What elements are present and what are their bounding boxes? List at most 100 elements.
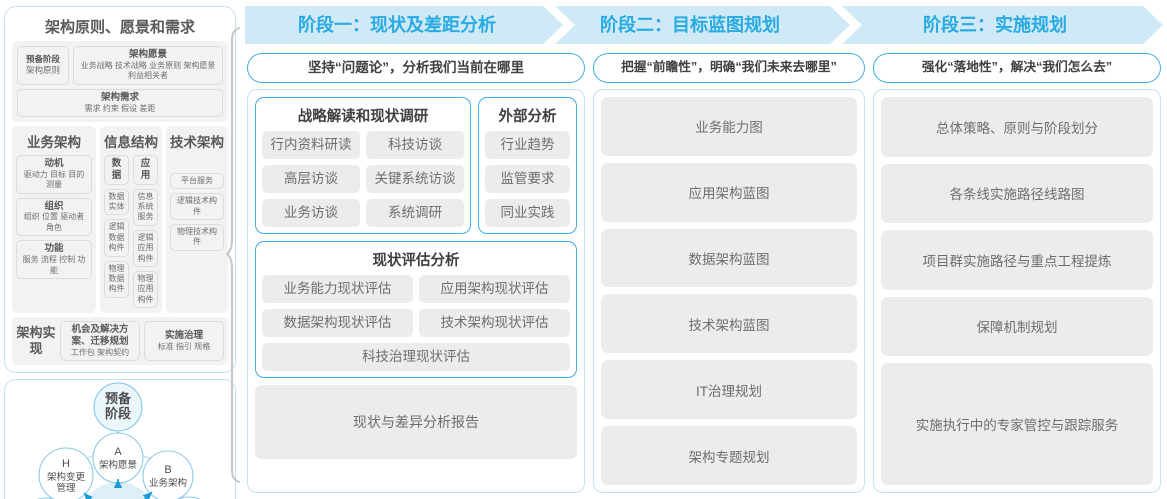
information-structure-column: 信息结构 数据 数据实体 逻辑数据构件 物理数据构件 应用 信息系统服务 逻辑应…	[100, 125, 162, 314]
strategy-research-title: 战略解读和现状调研	[297, 109, 429, 125]
phase-3-banner-text: 阶段三：实施规划	[923, 14, 1067, 35]
technology-architecture-column: 技术架构 平台服务 逻辑技术构件 物理技术构件	[166, 125, 228, 314]
implementation-governance-cell: 实施治理 标准 指引 规格	[144, 321, 224, 362]
node-B	[142, 450, 194, 499]
svg-text:A: A	[114, 446, 122, 458]
info-system-service-cell: 信息系统服务	[133, 188, 158, 226]
business-arch-card: 功能 服务 流程 控制 功能	[16, 240, 92, 279]
node-prep-line1: 预备	[105, 391, 132, 406]
adm-cycle-panel: 预备 阶段 需求 管理 A 架构愿景 B 业务架构 C	[4, 379, 236, 499]
chip-item[interactable]: 业务访谈	[262, 199, 360, 227]
chip-item[interactable]: 数据架构现状评估	[262, 309, 413, 337]
blueprint-item[interactable]: 业务能力图	[601, 97, 857, 156]
organization-title: 组织	[44, 200, 64, 212]
vision-row: 预备阶段 架构原则 架构愿景 业务战略 技术战略 业务原则 架构愿景 利益相关者	[17, 46, 223, 85]
arch-req-title: 架构需求	[100, 91, 139, 103]
function-title: 功能	[44, 243, 64, 255]
data-entity-cell: 数据实体	[104, 188, 129, 216]
arch-vision-title: 架构愿景	[128, 49, 167, 60]
info-structure-subcolumns: 数据 数据实体 逻辑数据构件 物理数据构件 应用 信息系统服务 逻辑应用构件 物…	[104, 154, 158, 309]
left-column: 架构原则、愿景和需求 预备阶段 架构原则 架构愿景 业务战略 技术战略 业务原则…	[4, 6, 236, 499]
external-analysis-card: 外部分析 行业趋势 监管要求 同业实践	[478, 97, 577, 234]
chip-item[interactable]: 高层访谈	[262, 165, 360, 193]
arch-req-items: 需求 约束 假设 差距	[84, 103, 156, 113]
tech-arch-cards: 平台服务 逻辑技术构件 物理技术构件	[170, 155, 224, 251]
chevron-3-icon	[1143, 6, 1163, 44]
physical-tech-cell: 物理技术构件	[170, 224, 224, 251]
prep-stage-cell: 预备阶段 架构原则	[17, 46, 69, 85]
svg-text:B: B	[164, 464, 171, 476]
app-subcolumn-head: 应用	[133, 154, 158, 185]
prep-stage-items: 架构原则	[25, 65, 60, 76]
phase-3-subtitle: 强化“落地性”，解决“我们怎么去”	[873, 53, 1161, 83]
physical-app-cell: 物理应用构件	[133, 271, 158, 309]
business-arch-head: 业务架构	[27, 134, 81, 150]
chip-item[interactable]: 应用架构现状评估	[419, 275, 570, 303]
blueprint-item[interactable]: 应用架构蓝图	[601, 162, 857, 222]
implementation-item[interactable]: 各条线实施路径线路图	[881, 163, 1153, 223]
chip-item[interactable]: 科技治理现状评估	[262, 343, 570, 371]
phase-2-subtitle: 把握“前瞻性”，明确“我们未来去哪里”	[593, 53, 865, 83]
strategy-research-chips: 行内资料研读 科技访谈 高层访谈 关键系统访谈 业务访谈 系统调研	[262, 131, 464, 227]
business-arch-card: 组织 组织 位置 驱动者 角色	[16, 197, 92, 237]
phase-1-subtitle: 坚持“问题论”，分析我们当前在哪里	[247, 53, 585, 83]
chip-item[interactable]: 行业趋势	[485, 131, 570, 159]
implementation-item[interactable]: 实施执行中的专家管控与跟踪服务	[881, 363, 1153, 485]
chip-item[interactable]: 行内资料研读	[262, 131, 360, 159]
chip-item[interactable]: 系统调研	[366, 199, 464, 227]
phase-banner-strip: 阶段一：现状及差距分析 阶段二：目标蓝图规划 阶段三：实施规划	[245, 6, 1163, 44]
business-architecture-column: 业务架构 动机 驱动力 目标 目的 测量 组织 组织 位置 驱动者 角色 功能	[12, 125, 96, 314]
data-subcolumn: 数据 数据实体 逻辑数据构件 物理数据构件	[104, 154, 129, 308]
phase-1-column: 坚持“问题论”，分析我们当前在哪里 战略解读和现状调研 行内资料研读 科技访谈 …	[247, 53, 585, 493]
architecture-domains-row: 业务架构 动机 驱动力 目标 目的 测量 组织 组织 位置 驱动者 角色 功能	[12, 125, 228, 314]
logical-tech-cell: 逻辑技术构件	[170, 193, 224, 221]
arch-vision-cell: 架构愿景 业务战略 技术战略 业务原则 架构愿景 利益相关者	[73, 46, 223, 85]
phase-2-column: 把握“前瞻性”，明确“我们未来去哪里” 业务能力图 应用架构蓝图 数据架构蓝图 …	[593, 53, 865, 493]
implementation-item[interactable]: 项目群实施路径与重点工程提炼	[881, 230, 1153, 290]
arch-principles-group: 预备阶段 架构原则 架构愿景 业务战略 技术战略 业务原则 架构愿景 利益相关者…	[12, 41, 228, 122]
current-state-assessment-card: 现状评估分析 业务能力现状评估 应用架构现状评估 数据架构现状评估 技术架构现状…	[255, 241, 577, 378]
arch-principles-title: 架构原则、愿景和需求	[44, 19, 195, 36]
phase-1-banner-text: 阶段一：现状及差距分析	[298, 14, 496, 35]
adm-cycle-diagram: 预备 阶段 需求 管理 A 架构愿景 B 业务架构 C	[38, 382, 200, 499]
blueprint-item[interactable]: IT治理规划	[601, 360, 857, 420]
gap-analysis-report-chip[interactable]: 现状与差异分析报告	[255, 385, 577, 459]
chip-item[interactable]: 科技访谈	[366, 131, 464, 159]
function-items: 服务 流程 控制 功能	[22, 255, 86, 275]
current-state-title: 现状评估分析	[372, 253, 460, 269]
svg-text:架构变更: 架构变更	[47, 471, 86, 483]
svg-text:架构愿景: 架构愿景	[99, 459, 137, 471]
motivation-title: 动机	[44, 157, 64, 169]
external-analysis-chips: 行业趋势 监管要求 同业实践	[485, 131, 570, 227]
chip-item[interactable]: 业务能力现状评估	[262, 275, 413, 303]
physical-data-cell: 物理数据构件	[104, 260, 129, 298]
chip-item[interactable]: 监管要求	[485, 165, 570, 193]
tech-arch-head: 技术架构	[170, 134, 224, 150]
application-subcolumn: 应用 信息系统服务 逻辑应用构件 物理应用构件	[133, 154, 158, 309]
blueprint-item[interactable]: 架构专题规划	[601, 426, 857, 485]
node-prep	[93, 382, 143, 432]
svg-text:业务架构: 业务架构	[149, 477, 187, 489]
blueprint-item[interactable]: 数据架构蓝图	[601, 228, 857, 288]
chevron-2-icon	[830, 6, 862, 44]
logical-app-cell: 逻辑应用构件	[133, 229, 158, 268]
phase-3-body: 总体策略、原则与阶段划分 各条线实施路径线路图 项目群实施路径与重点工程提炼 保…	[873, 89, 1161, 493]
implementation-item[interactable]: 保障机制规划	[881, 296, 1153, 356]
external-analysis-title: 外部分析	[498, 109, 557, 125]
phase-2-banner-text: 阶段二：目标蓝图规划	[600, 14, 780, 35]
implementation-item[interactable]: 总体策略、原则与阶段划分	[881, 97, 1153, 157]
node-center	[86, 482, 150, 499]
chip-item[interactable]: 技术架构现状评估	[419, 309, 570, 337]
svg-text:H: H	[62, 458, 70, 470]
node-A	[92, 432, 144, 484]
node-H	[38, 447, 94, 499]
motivation-items: 驱动力 目标 目的 测量	[23, 169, 85, 190]
platform-service-cell: 平台服务	[170, 172, 224, 190]
chip-item[interactable]: 同业实践	[485, 199, 570, 227]
arch-requirements-cell: 架构需求 需求 约束 假设 差距	[17, 88, 223, 117]
phase-1-top-row: 战略解读和现状调研 行内资料研读 科技访谈 高层访谈 关键系统访谈	[255, 97, 577, 234]
arch-impl-label: 架构实现	[16, 325, 56, 357]
chip-item[interactable]: 关键系统访谈	[366, 165, 464, 193]
blueprint-item[interactable]: 技术架构蓝图	[601, 294, 857, 354]
